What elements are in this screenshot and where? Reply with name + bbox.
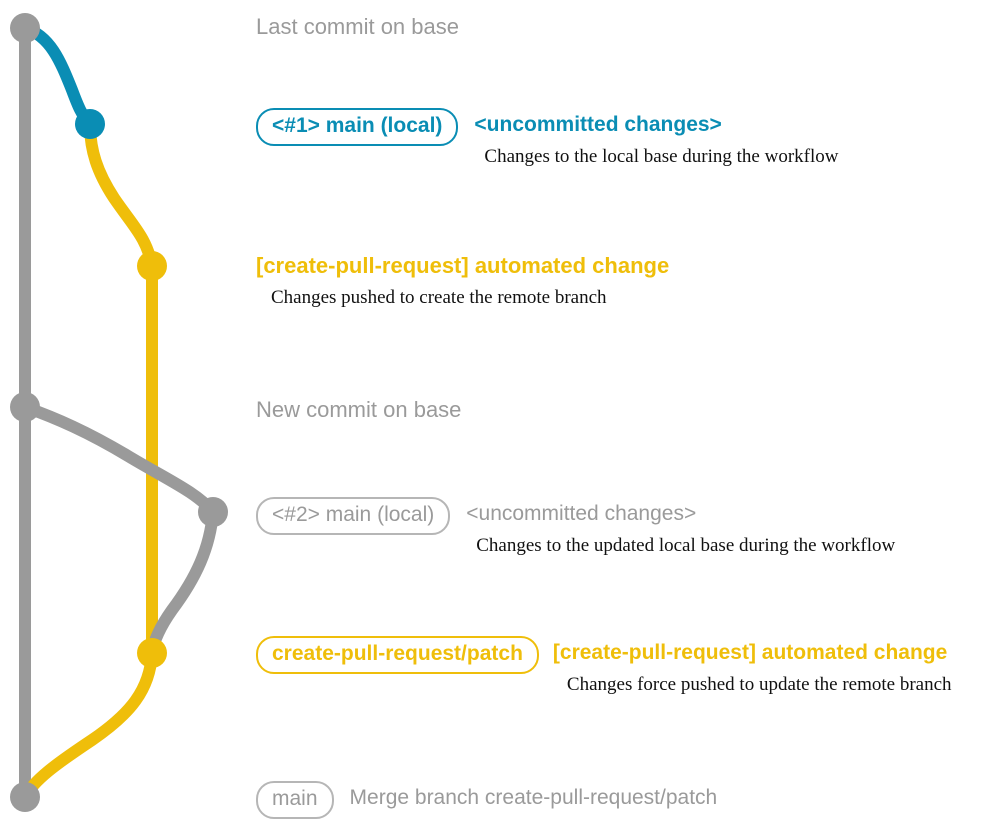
edge-patch-force-to-merge (19, 647, 158, 803)
commit-text-stack: [create-pull-request] automated change C… (553, 636, 952, 696)
commit-annotation: Changes force pushed to update the remot… (566, 674, 952, 695)
commit-row-local-uncommitted-2: <#2> main (local) <uncommitted changes> … (256, 497, 895, 557)
ref-badge-wrap: main (256, 781, 334, 819)
commit-node-patch-create[interactable] (137, 251, 167, 281)
commit-subject: Merge branch create-pull-request/patch (349, 786, 718, 809)
commit-row-automated-change-force: create-pull-request/patch [create-pull-r… (256, 636, 952, 696)
commit-subject: [create-pull-request] automated change (552, 641, 948, 664)
edge-local-1-to-patch-create (84, 118, 158, 272)
commit-subject: <uncommitted changes> (466, 502, 697, 525)
commit-row-new-commit-on-base: New commit on base (256, 397, 461, 423)
commit-annotation: Changes to the local base during the wor… (484, 146, 839, 167)
commit-subject: [create-pull-request] automated change (256, 253, 670, 278)
commit-annotation: Changes to the updated local base during… (476, 535, 896, 556)
ref-badge-main-local-2[interactable]: <#2> main (local) (256, 497, 451, 535)
commit-node-base-last[interactable] (10, 13, 40, 43)
commit-node-base-new[interactable] (10, 392, 40, 422)
ref-badge-create-pull-request-patch[interactable]: create-pull-request/patch (256, 636, 539, 674)
ref-badge-wrap: create-pull-request/patch (256, 636, 539, 674)
commit-annotation: Changes pushed to create the remote bran… (271, 287, 607, 308)
commit-subject: Last commit on base (256, 14, 459, 39)
commit-text-stack: Merge branch create-pull-request/patch (350, 781, 718, 811)
ref-badge-wrap: <#2> main (local) (256, 497, 451, 535)
commit-node-base-merge[interactable] (10, 782, 40, 812)
commit-row-last-commit-on-base: Last commit on base (256, 14, 459, 40)
ref-badge-wrap: <#1> main (local) (256, 108, 459, 146)
edge-local-2-to-patch-force (146, 506, 219, 659)
edge-base-to-local-1 (19, 22, 96, 130)
commit-row-local-uncommitted-1: <#1> main (local) <uncommitted changes> … (256, 108, 838, 168)
commit-text-stack: [create-pull-request] automated change C… (256, 253, 669, 309)
commit-text-stack: <uncommitted changes> Changes to the loc… (474, 108, 838, 168)
commit-subject: New commit on base (256, 397, 462, 422)
commit-subject: <uncommitted changes> (474, 113, 722, 136)
ref-badge-main[interactable]: main (256, 781, 334, 819)
commit-text-stack: <uncommitted changes> Changes to the upd… (466, 497, 895, 557)
ref-badge-main-local-1[interactable]: <#1> main (local) (256, 108, 459, 146)
edge-base-new-to-local-2 (19, 401, 219, 518)
commit-row-automated-change-create: [create-pull-request] automated change C… (256, 253, 669, 309)
commit-node-local-2[interactable] (198, 497, 228, 527)
commit-node-patch-force[interactable] (137, 638, 167, 668)
commit-row-merge-commit: main Merge branch create-pull-request/pa… (256, 781, 717, 819)
commit-node-local-1[interactable] (75, 109, 105, 139)
